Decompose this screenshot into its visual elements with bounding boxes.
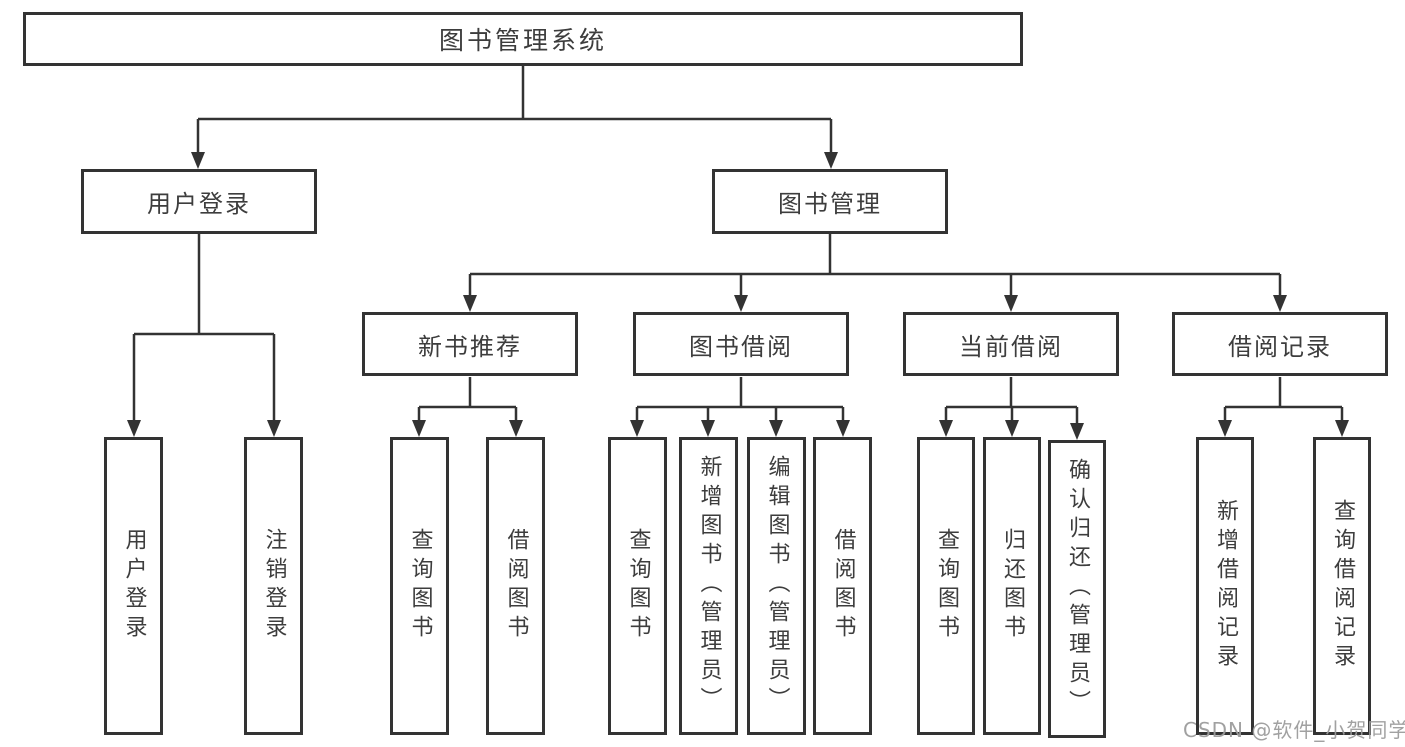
csdn-watermark: CSDN @软件_小贺同学 (1183, 718, 1405, 742)
node-label: 用户登录 (147, 190, 251, 218)
node-label: 查询图书 (407, 527, 433, 645)
node-label: 新增借阅记录 (1213, 498, 1238, 674)
node-query-borrow-record: 查询借阅记录 (1313, 437, 1371, 735)
node-label: 借阅图书 (503, 527, 529, 645)
connector-book-borrowing-children (630, 377, 850, 437)
node-user-login: 用户登录 (81, 169, 317, 234)
node-label: 当前借阅 (959, 332, 1063, 361)
node-label: 图书管理系统 (438, 26, 607, 55)
node-label: 图书管理 (778, 190, 882, 218)
node-new-book-recommend: 新书推荐 (362, 312, 578, 376)
node-label: 查询图书 (625, 527, 651, 645)
node-book-borrowing: 图书借阅 (633, 312, 849, 376)
connector-user-login-children (127, 234, 281, 437)
node-label: 查询借阅记录 (1330, 498, 1355, 674)
node-add-books-admin: 新增图书（管理员） (679, 437, 738, 735)
node-borrow-books-recommend: 借阅图书 (486, 437, 545, 735)
node-label: 借阅记录 (1228, 332, 1332, 361)
node-label: 用户登录 (121, 527, 147, 645)
node-edit-books-admin: 编辑图书（管理员） (747, 437, 806, 735)
connector-root-to-level2 (191, 66, 838, 169)
node-query-books-recommend: 查询图书 (390, 437, 449, 735)
node-borrow-books-leaf: 借阅图书 (813, 437, 872, 735)
node-query-books-borrowing: 查询图书 (608, 437, 667, 735)
connector-new-book-recommend-children (412, 377, 523, 437)
node-label: 图书借阅 (689, 332, 793, 361)
node-label: 确认归还（管理员） (1065, 458, 1090, 720)
node-query-books-current: 查询图书 (917, 437, 975, 735)
node-confirm-return-admin: 确认归还（管理员） (1048, 440, 1106, 738)
node-label: 新书推荐 (418, 332, 522, 361)
node-add-borrow-record: 新增借阅记录 (1196, 437, 1254, 735)
connector-current-borrowing-children (939, 377, 1084, 440)
node-label: 借阅图书 (830, 527, 856, 645)
node-logout: 注销登录 (244, 437, 303, 735)
node-label: 注销登录 (261, 527, 287, 645)
node-label: 查询图书 (934, 527, 959, 645)
node-label: 编辑图书（管理员） (764, 455, 790, 717)
node-current-borrowing: 当前借阅 (903, 312, 1119, 376)
connector-book-management-children (463, 234, 1287, 312)
node-book-management: 图书管理 (712, 169, 948, 234)
node-return-books: 归还图书 (983, 437, 1041, 735)
node-library-management-system: 图书管理系统 (23, 12, 1023, 66)
node-user-login-leaf: 用户登录 (104, 437, 163, 735)
connector-borrowing-records-children (1218, 377, 1349, 437)
node-label: 归还图书 (1000, 527, 1025, 645)
node-borrowing-records: 借阅记录 (1172, 312, 1388, 376)
node-label: 新增图书（管理员） (696, 455, 722, 717)
